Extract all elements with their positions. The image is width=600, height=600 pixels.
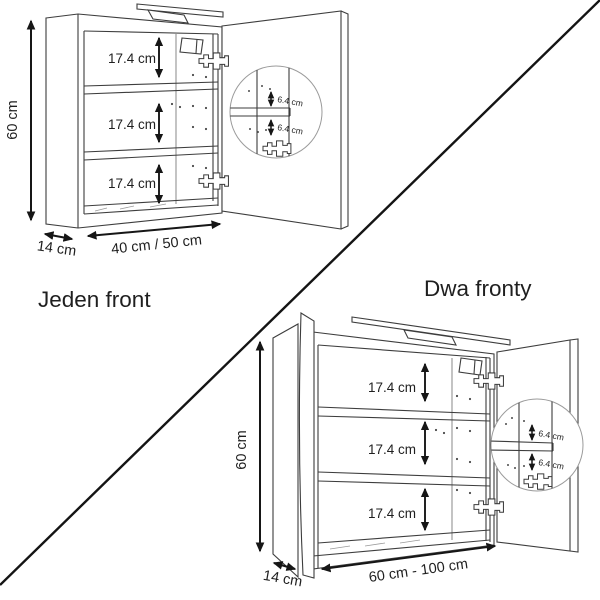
- detail-label-bottom: 6.4 cm: [277, 122, 304, 136]
- width-label: 40 cm / 50 cm: [110, 232, 202, 257]
- section-2-label: 17.4 cm: [368, 442, 416, 457]
- section-3-label: 17.4 cm: [108, 176, 156, 191]
- width-arrow: [86, 220, 222, 240]
- section-dimensions: 17.4 cm 17.4 cm 17.4 cm: [368, 362, 430, 532]
- detail-label-bottom: 6.4 cm: [538, 457, 565, 471]
- detail-label-top: 6.4 cm: [538, 428, 565, 442]
- socket-box: [458, 357, 483, 376]
- light-fixture: [351, 316, 511, 346]
- shelf-1: [83, 81, 219, 95]
- side-panel: [272, 323, 299, 579]
- depth-dimension: 14 cm: [36, 231, 77, 260]
- section-dimensions: 17.4 cm 17.4 cm 17.4 cm: [108, 36, 164, 205]
- height-label: 60 cm: [234, 430, 250, 470]
- depth-label: 14 cm: [36, 238, 77, 259]
- bottom-board: [83, 197, 219, 215]
- detail-circle: 6.4 cm 6.4 cm: [229, 65, 323, 159]
- detail-shelf: [491, 440, 554, 452]
- shelf-2: [317, 471, 491, 487]
- depth-dimension: 14 cm: [262, 561, 304, 591]
- shelf-pin-holes: [434, 394, 472, 495]
- width-dimension: 40 cm / 50 cm: [86, 220, 222, 258]
- divider-line: [0, 0, 600, 586]
- shelf-pin-holes: [170, 73, 208, 170]
- detail-shelf: [230, 107, 291, 117]
- section-2-label: 17.4 cm: [108, 117, 156, 132]
- cabinet-two-fronts-diagram: 17.4 cm 17.4 cm 17.4 cm 60 cm 14 cm 60 c…: [234, 276, 584, 591]
- section-1-label: 17.4 cm: [368, 380, 416, 395]
- light-fixture: [136, 3, 224, 24]
- height-dimension: 60 cm: [5, 19, 36, 222]
- detail-circle: 6.4 cm 6.4 cm: [490, 398, 584, 492]
- height-label: 60 cm: [5, 100, 21, 140]
- width-arrow: [320, 542, 497, 573]
- depth-arrow: [43, 231, 74, 242]
- diagram-title: Jeden front: [38, 287, 151, 312]
- section-3-label: 17.4 cm: [368, 506, 416, 521]
- shelf-1: [317, 406, 491, 422]
- depth-arrow: [272, 561, 297, 571]
- diagram-title: Dwa fronty: [424, 276, 532, 301]
- depth-label: 14 cm: [262, 568, 304, 591]
- shelf-2: [83, 145, 219, 161]
- height-dimension: 60 cm: [234, 340, 265, 553]
- detail-label-top: 6.4 cm: [277, 94, 304, 108]
- section-1-label: 17.4 cm: [108, 51, 156, 66]
- closed-mirror-door: [298, 312, 315, 579]
- socket-box: [179, 37, 204, 55]
- cabinet-one-front-diagram: 17.4 cm 17.4 cm 17.4 cm 60 cm 14 cm 40 c…: [5, 3, 349, 312]
